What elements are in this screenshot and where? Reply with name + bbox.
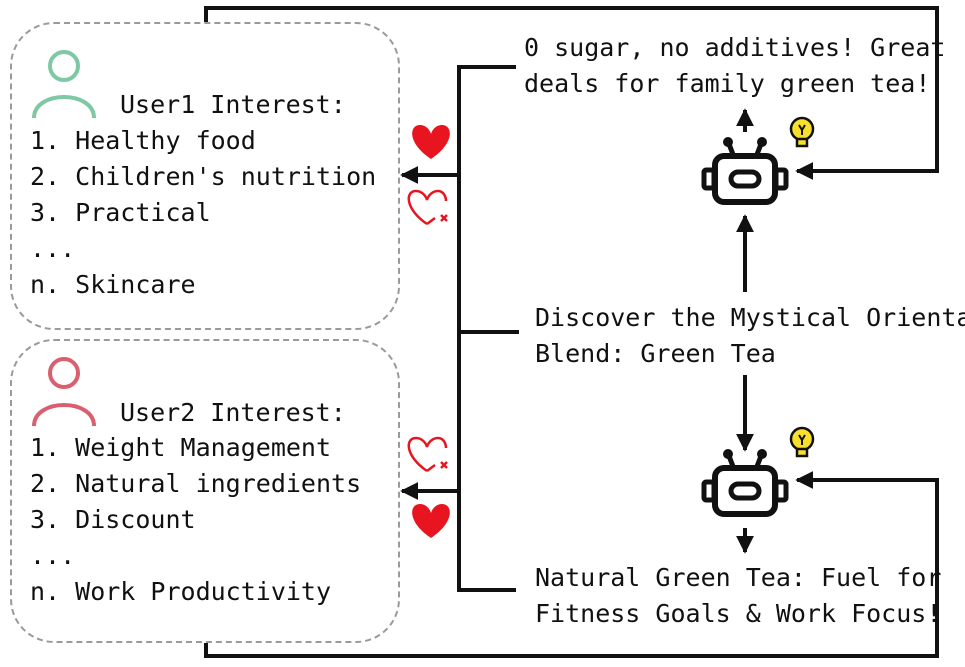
user1-interest-item: 1. Healthy food bbox=[30, 126, 256, 155]
feedback-loop-bottom bbox=[204, 471, 939, 658]
user1-interest-item: 3. Practical bbox=[30, 198, 211, 227]
user2-card bbox=[10, 339, 400, 643]
user2-title: User2 Interest: bbox=[120, 398, 346, 427]
heart-filled-icon bbox=[412, 504, 450, 538]
user2-interest-item: 3. Discount bbox=[30, 505, 196, 534]
user1-interest-item: 2. Children's nutrition bbox=[30, 162, 377, 191]
user2-interest-item: 1. Weight Management bbox=[30, 433, 332, 462]
feedback-loop-top bbox=[204, 6, 939, 180]
user1-interest-item: ... bbox=[30, 234, 76, 263]
bus-bottom bbox=[457, 330, 519, 592]
heart-dislike-icon bbox=[407, 189, 449, 226]
output-top-line1: 0 sugar, no additives! Great bbox=[524, 33, 946, 62]
heart-filled-icon bbox=[412, 125, 450, 159]
source-text-line2: Blend: Green Tea bbox=[535, 339, 776, 368]
user2-interest-item: 2. Natural ingredients bbox=[30, 469, 362, 498]
robot-icon bbox=[704, 449, 786, 514]
lightbulb-icon bbox=[789, 116, 815, 148]
bus-top bbox=[457, 65, 519, 334]
user1-interest-item: n. Skincare bbox=[30, 270, 196, 299]
source-text-line1: Discover the Mystical Oriental bbox=[535, 303, 965, 332]
lightbulb-icon bbox=[789, 426, 815, 458]
output-bottom-line1: Natural Green Tea: Fuel for bbox=[535, 563, 942, 592]
output-top-line2: deals for family green tea! bbox=[524, 69, 931, 98]
user2-interest-item: n. Work Productivity bbox=[30, 577, 332, 606]
output-bottom-line2: Fitness Goals & Work Focus! bbox=[535, 599, 942, 628]
heart-dislike-icon bbox=[407, 436, 449, 473]
robot-icon bbox=[704, 137, 786, 202]
user2-interest-item: ... bbox=[30, 541, 76, 570]
user1-title: User1 Interest: bbox=[120, 90, 346, 119]
